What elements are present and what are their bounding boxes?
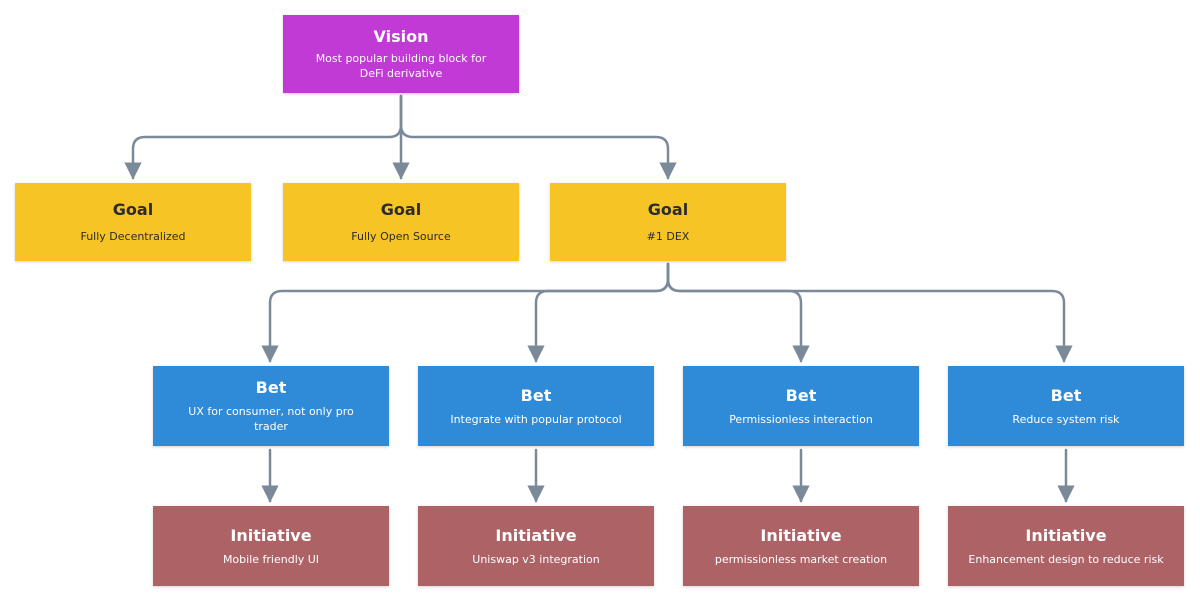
initiative-text: Mobile friendly UI [222,552,320,566]
bet-text: Integrate with popular protocol [450,412,622,426]
initiative-node-2: Initiative Uniswap v3 integration [418,506,654,586]
goal-text: Fully Decentralized [80,230,186,243]
goal-title: Goal [380,200,422,219]
goal-text: Fully Open Source [351,230,451,243]
bet-title: Bet [785,385,817,405]
connector-vision-goal-1 [124,94,403,180]
connector-vision-goal-3 [399,94,677,180]
initiative-node-3: Initiative permissionless market creatio… [683,506,919,586]
goal-node-1: Goal Fully Decentralized [15,183,251,261]
initiative-text: Enhancement design to reduce risk [968,552,1164,566]
goal-text: #1 DEX [646,230,690,243]
initiative-title: Initiative [495,525,577,545]
initiative-text: permissionless market creation [714,552,888,566]
initiative-title: Initiative [760,525,842,545]
bet-title: Bet [255,378,287,397]
connector-goal-bet-3 [666,262,810,363]
bet-title: Bet [1050,385,1082,405]
goal-node-3: Goal #1 DEX [550,183,786,261]
initiative-text: Uniswap v3 integration [472,552,600,566]
bet-node-4: Bet Reduce system risk [948,366,1184,446]
goal-title: Goal [647,200,689,219]
initiative-node-4: Initiative Enhancement design to reduce … [948,506,1184,586]
vision-text: Most popular building block for DeFi der… [315,52,487,80]
bet-node-3: Bet Permissionless interaction [683,366,919,446]
connector-goal-bet-1 [261,262,670,363]
connector-goal-bet-4 [666,262,1073,363]
bet-text: Permissionless interaction [729,412,873,426]
bet-node-2: Bet Integrate with popular protocol [418,366,654,446]
goal-title: Goal [112,200,154,219]
bet-title: Bet [520,385,552,405]
initiative-node-1: Initiative Mobile friendly UI [153,506,389,586]
goal-node-2: Goal Fully Open Source [283,183,519,261]
bet-text: UX for consumer, not only pro trader [188,405,354,433]
vision-title: Vision [373,27,429,46]
initiative-title: Initiative [230,525,312,545]
vision-node: Vision Most popular building block for D… [283,15,519,93]
bet-text: Reduce system risk [1012,412,1120,426]
connector-goal-bet-2 [527,262,670,363]
bet-node-1: Bet UX for consumer, not only pro trader [153,366,389,446]
initiative-title: Initiative [1025,525,1107,545]
